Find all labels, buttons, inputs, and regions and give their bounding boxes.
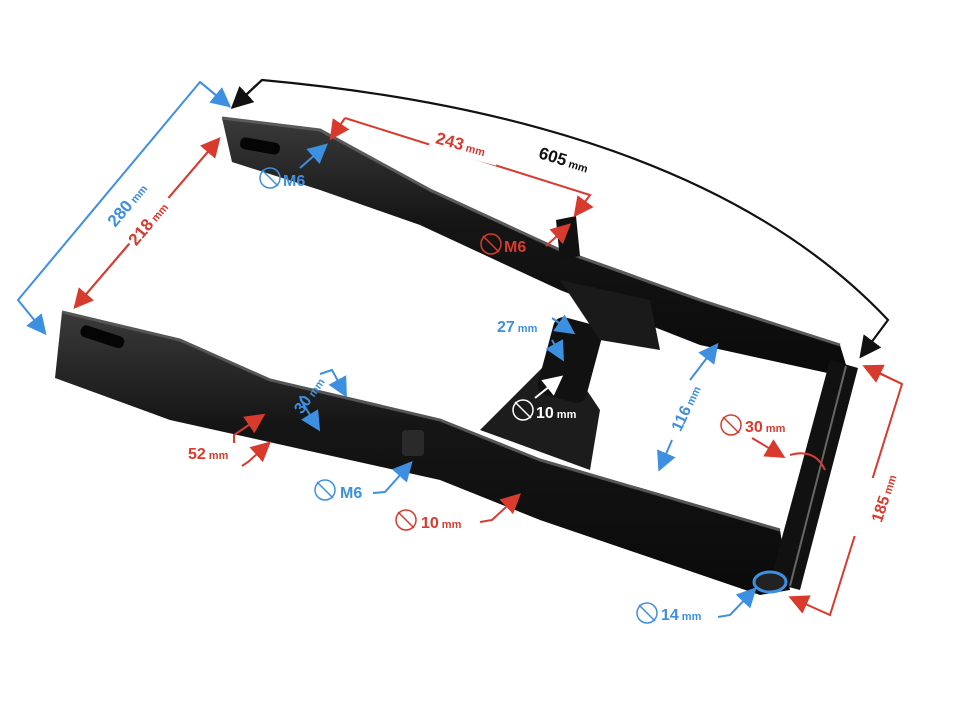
diameter-icon: [480, 233, 502, 255]
dimension-pivot-length: 185mm: [788, 364, 904, 617]
diameter-icon: [259, 167, 281, 189]
svg-text:M6: M6: [340, 485, 362, 502]
dimension-cross-gap: 116mm: [657, 342, 719, 472]
diameter-icon: [720, 414, 742, 436]
diameter-icon: [512, 399, 534, 421]
overall-length-value: 605: [537, 144, 570, 170]
swingarm-frame: [55, 116, 858, 595]
dimension-overall-length: 605mm: [230, 78, 890, 359]
diameter-top-left-bolt: M6: [259, 143, 329, 190]
svg-text:M6: M6: [504, 239, 526, 256]
svg-text:M6: M6: [283, 173, 305, 190]
dimension-inner-width: 218mm: [73, 136, 221, 310]
diameter-icon: [395, 509, 417, 531]
diameter-icon: [314, 479, 336, 501]
dimension-mount-spacing: 243mm: [329, 117, 594, 218]
svg-text:116mm: 116mm: [669, 383, 705, 434]
svg-text:30mm: 30mm: [745, 419, 786, 436]
diameter-top-tab-bolt: M6: [480, 223, 571, 256]
diameter-icon: [636, 602, 658, 624]
diameter-lower-tab-bolt: M6: [314, 461, 413, 502]
dimension-outer-width: 280mm: [16, 80, 232, 336]
